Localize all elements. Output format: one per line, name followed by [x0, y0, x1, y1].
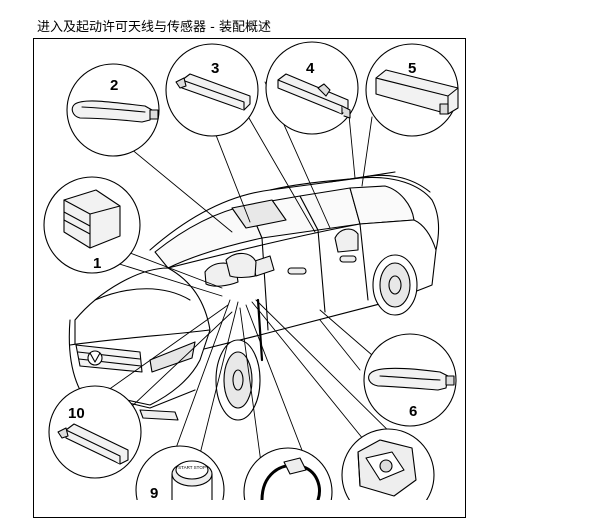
callout-number: 5 — [408, 60, 416, 77]
callout-bubble-7 — [243, 447, 333, 500]
part-door-handle-rear — [368, 367, 455, 391]
callout-number: 6 — [409, 403, 417, 420]
callout-number: 10 — [68, 405, 85, 422]
assembly-diagram: START STOP 2 3 4 5 1 6 10 9 — [43, 41, 459, 500]
part-antenna-10 — [57, 423, 129, 465]
part-start-stop-button — [171, 460, 213, 500]
start-stop-lettering: START STOP — [178, 465, 206, 470]
page-title: 进入及起动许可天线与传感器 - 装配概述 — [37, 20, 271, 35]
part-antenna-3 — [175, 73, 251, 111]
part-antenna-4 — [277, 73, 351, 119]
callout-number: 9 — [150, 485, 158, 500]
callout-number: 2 — [110, 77, 118, 94]
car-body — [68, 171, 440, 421]
callout-numbers: 2 3 4 5 1 6 10 9 — [68, 60, 417, 500]
callout-number: 4 — [306, 60, 315, 77]
part-door-handle-front — [71, 100, 159, 123]
part-lock-bracket — [357, 439, 417, 497]
part-antenna-5 — [375, 69, 459, 115]
part-antenna-ring — [260, 457, 321, 500]
part-control-unit — [63, 189, 121, 249]
callout-number: 3 — [211, 60, 219, 77]
callout-number: 1 — [93, 255, 101, 272]
